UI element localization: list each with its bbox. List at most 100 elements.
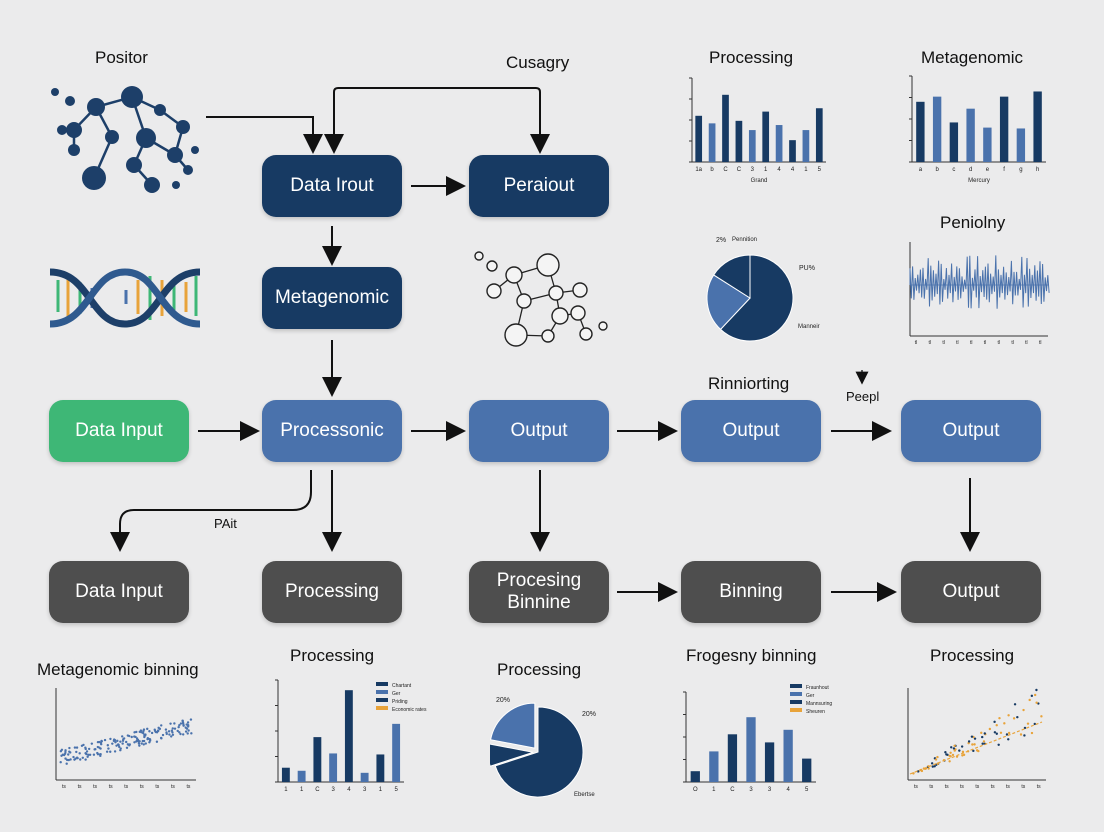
data-point	[65, 762, 68, 765]
data-point	[186, 732, 189, 735]
data-point	[150, 731, 154, 735]
data-point	[121, 742, 124, 745]
tick-label: 3	[331, 787, 335, 793]
box-output-2[interactable]: Output	[681, 400, 821, 462]
data-point	[113, 739, 117, 742]
data-point	[84, 758, 87, 761]
data-point	[955, 755, 959, 758]
pie-label: 20%	[582, 711, 596, 718]
box-binning[interactable]: Binning	[681, 561, 821, 623]
box-data-irout[interactable]: Data Irout	[262, 155, 402, 217]
box-data-input-gray[interactable]: Data Input	[49, 561, 189, 623]
pie-label: Pennition	[732, 237, 757, 243]
box-metagenomic[interactable]: Metagenomic	[262, 267, 402, 329]
box-procesing-binnine[interactable]: Procesing Binnine	[469, 561, 609, 623]
data-point	[61, 753, 65, 756]
tick-label: tl	[1011, 340, 1014, 346]
tick-label: 3	[751, 167, 755, 173]
data-point	[177, 725, 180, 729]
data-point	[170, 735, 173, 738]
tick-label: ts	[109, 784, 113, 790]
tick-label: tl	[984, 340, 987, 346]
data-point	[1012, 717, 1016, 720]
tick-label: 4	[791, 167, 795, 173]
data-point	[167, 730, 171, 733]
data-point	[972, 749, 975, 753]
data-point	[109, 750, 112, 753]
label-peepl: Peepl	[846, 389, 880, 404]
box-output-1[interactable]: Output	[469, 400, 609, 462]
box-peraiout[interactable]: Peraiout	[469, 155, 609, 217]
data-point	[995, 732, 998, 735]
tick-label: 1a	[695, 167, 702, 173]
legend-entry: Economic rates	[392, 707, 427, 713]
bar	[999, 96, 1009, 162]
box-output-3[interactable]: Output	[901, 400, 1041, 462]
data-point	[179, 722, 183, 725]
tick-label: C	[723, 167, 728, 173]
data-point	[141, 739, 145, 743]
bar	[802, 130, 810, 162]
data-point	[84, 746, 87, 749]
tick-label: 1	[300, 787, 304, 793]
bar	[281, 767, 290, 782]
data-point	[128, 743, 132, 746]
bar	[727, 734, 738, 782]
data-point	[92, 753, 96, 756]
data-point	[181, 733, 185, 736]
box-output-gray[interactable]: Output	[901, 561, 1041, 623]
data-point	[949, 751, 952, 754]
label-processing-bottom-3: Processing	[497, 660, 582, 679]
legend-swatch	[790, 684, 802, 688]
label-cusagry: Cusagry	[506, 53, 570, 72]
bar	[735, 120, 743, 162]
data-point	[142, 743, 145, 746]
data-point	[109, 737, 112, 741]
data-point	[1016, 715, 1019, 719]
box-processing-gray[interactable]: Processing	[262, 561, 402, 623]
x-axis-label: Mercury	[968, 178, 990, 184]
bar	[802, 758, 812, 782]
data-point	[134, 735, 137, 739]
tick-label: ts	[140, 784, 144, 790]
data-point	[931, 765, 934, 768]
bar	[709, 751, 719, 782]
data-point	[65, 758, 69, 762]
box-processonic[interactable]: Processonic	[262, 400, 402, 462]
tick-label: 3	[363, 787, 367, 793]
tick-label: tl	[998, 340, 1001, 346]
data-point	[59, 761, 62, 764]
data-point	[60, 748, 64, 752]
data-point	[173, 722, 176, 725]
data-point	[113, 750, 117, 753]
tick-label: h	[1036, 167, 1039, 173]
data-point	[87, 747, 91, 751]
box-data-input-green[interactable]: Data Input	[49, 400, 189, 462]
data-point	[100, 742, 103, 746]
data-point	[126, 734, 130, 737]
tick-label: 1	[804, 167, 808, 173]
bar	[932, 96, 942, 162]
label-frogesny-binning: Frogesny binning	[686, 646, 817, 665]
label-metagenomic-binning: Metagenomic binning	[37, 660, 199, 679]
tick-label: C	[315, 787, 320, 793]
bar	[329, 753, 338, 782]
data-point	[934, 758, 938, 761]
legend-swatch	[376, 706, 388, 710]
arrow-processonic-to-datainput-gray	[110, 470, 312, 552]
bar	[722, 94, 729, 162]
label-pait: PAit	[214, 516, 237, 531]
tick-label: ts	[186, 784, 190, 790]
data-point	[81, 756, 85, 759]
data-point	[160, 724, 163, 727]
pie-slice	[706, 274, 751, 331]
tick-label: e	[986, 167, 990, 173]
data-point	[138, 744, 141, 747]
tick-label: tl	[1039, 340, 1042, 346]
data-point	[1030, 731, 1034, 735]
data-point	[1007, 714, 1010, 717]
